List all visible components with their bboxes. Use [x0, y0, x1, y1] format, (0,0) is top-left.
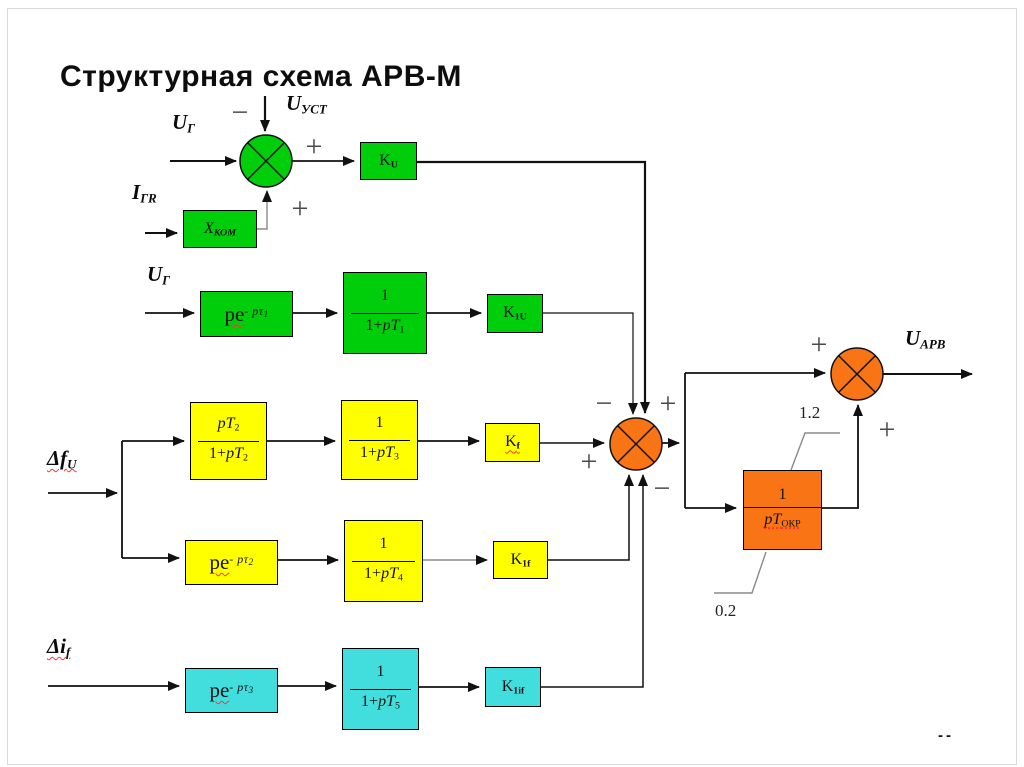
block-tf5: 1 1+pT5 — [342, 648, 419, 730]
block-tokr: 1 pTОКР — [743, 470, 822, 550]
block-kf: Kf — [485, 423, 540, 462]
block-xkom: XКОМ — [183, 210, 257, 248]
tf5-denominator: 1+pT5 — [361, 692, 400, 711]
wire-ku-to-sum2 — [417, 160, 650, 414]
label-ug-mid: UГ — [147, 262, 171, 288]
sum2-circle — [609, 417, 663, 471]
block-pe3-text: pe- pτ3 — [209, 678, 254, 702]
tf3-fraction-bar — [348, 439, 411, 441]
limit-lower-callout — [714, 551, 767, 594]
label-delta-i: Δif — [47, 634, 71, 660]
tf3-denominator: 1+pT3 — [360, 443, 399, 462]
label-delta-f: ΔfU — [47, 446, 77, 472]
summing-junction-3 — [830, 347, 884, 401]
block-kf-text: Kf — [505, 433, 520, 452]
block-tf2: pT2 1+pT2 — [190, 402, 267, 480]
sign-sum3-top: + — [810, 328, 828, 361]
block-tf4: 1 1+pT4 — [344, 520, 423, 602]
block-pe2-text: pe- pτ2 — [209, 550, 254, 574]
label-limit-lower: 0.2 — [715, 601, 737, 620]
sum2-cross-a — [617, 425, 655, 463]
wire-k1if-to-sum2 — [541, 474, 648, 688]
label-uarv: UАРВ — [905, 326, 946, 352]
block-xkom-text: XКОМ — [204, 219, 236, 239]
sum3-circle — [830, 347, 884, 401]
block-k1f-text: K1f — [510, 550, 531, 570]
tokr-fraction-bar — [744, 507, 821, 509]
sign-sum3-bottom: + — [878, 413, 896, 446]
sum3-cross-a — [838, 355, 876, 393]
block-k1if: K1if — [485, 667, 541, 707]
block-pe1-text: pe- pτ1 — [224, 301, 269, 326]
sum1-cross-b — [247, 142, 285, 180]
block-k1u: K1U — [487, 294, 543, 333]
tokr-numerator: 1 — [778, 486, 787, 504]
sign-sum1-out: + — [305, 130, 323, 163]
tf4-fraction-bar — [351, 560, 416, 562]
block-k1u-text: K1U — [503, 304, 527, 323]
sign-sum1-bottom: + — [291, 192, 309, 225]
block-ku-text: KU — [379, 151, 398, 171]
sum2-cross-b — [617, 425, 655, 463]
sum1-circle — [239, 134, 293, 188]
label-igr: IГR — [132, 180, 157, 206]
tf2-fraction-bar — [197, 440, 260, 442]
tf4-denominator: 1+pT4 — [364, 564, 403, 583]
tf1-numerator: 1 — [381, 287, 389, 305]
block-pe2: pe- pτ2 — [185, 540, 278, 585]
sum1-cross-a — [247, 142, 285, 180]
tf4-numerator: 1 — [379, 535, 388, 553]
summing-junction-2 — [609, 417, 663, 471]
sign-sum2-top-left: − — [595, 387, 613, 420]
block-ku: KU — [360, 142, 417, 180]
block-pe1: pe- pτ1 — [200, 291, 293, 337]
sign-sum2-left: + — [580, 445, 598, 478]
sign-sum1-top: − — [231, 96, 249, 129]
sum3-cross-b — [838, 355, 876, 393]
block-k1if-text: K1if — [501, 677, 525, 697]
limit-upper-callout — [790, 432, 840, 471]
page-marker: -- — [938, 727, 954, 744]
tf2-numerator: pT2 — [217, 415, 240, 434]
summing-junction-1 — [239, 134, 293, 188]
page-title: Структурная схема АРВ-М — [60, 60, 462, 94]
label-ug-top: UГ — [172, 110, 196, 136]
tokr-denominator: pTОКР — [764, 511, 801, 530]
tf3-numerator: 1 — [375, 414, 384, 432]
sign-sum2-top-right: + — [659, 387, 677, 420]
wire-group — [48, 96, 973, 692]
tf1-fraction-bar — [351, 312, 419, 314]
block-tf3: 1 1+pT3 — [341, 400, 418, 480]
block-pe3: pe- pτ3 — [185, 668, 278, 713]
label-uust: UУСТ — [286, 91, 327, 117]
sign-sum2-bottom-right: − — [653, 472, 671, 505]
block-tf1: 1 1+pT1 — [343, 272, 427, 354]
wire-xkom-to-sum1 — [257, 190, 272, 230]
tf1-denominator: 1+pT1 — [365, 316, 405, 335]
wire-k1f-to-sum2 — [548, 474, 634, 561]
tf5-fraction-bar — [349, 688, 412, 690]
block-k1f: K1f — [493, 541, 548, 579]
tf5-numerator: 1 — [376, 663, 385, 681]
wire-k1u-to-sum2 — [542, 312, 638, 415]
wire-tokr-to-sum3 — [822, 404, 863, 509]
slide-frame — [7, 8, 1017, 765]
tf2-denominator: 1+pT2 — [209, 444, 248, 463]
label-limit-upper: 1.2 — [799, 403, 821, 422]
